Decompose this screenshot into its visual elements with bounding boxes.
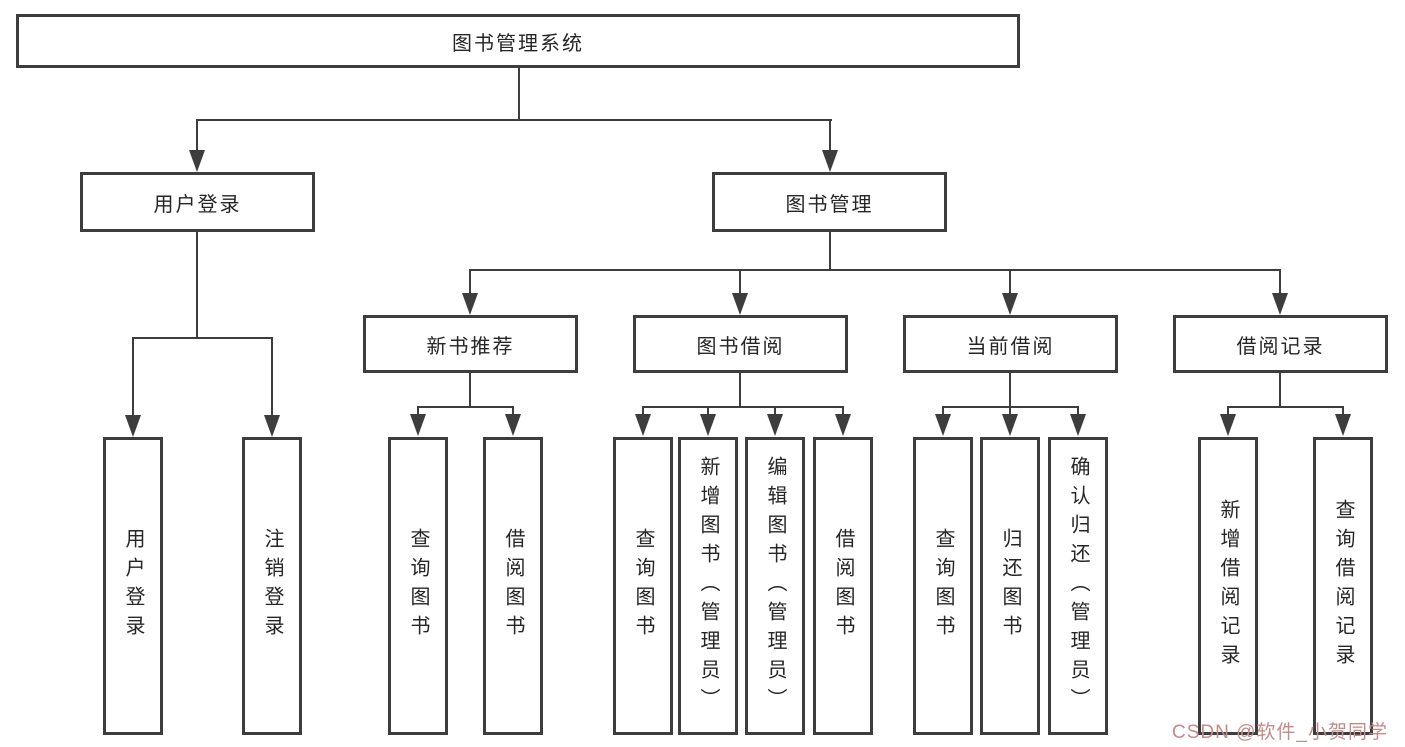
connector-stub xyxy=(739,269,741,295)
connector-stub xyxy=(1227,406,1229,416)
connector-stub xyxy=(774,406,776,416)
connector-trunk xyxy=(469,373,471,407)
arrow-down xyxy=(822,150,838,172)
connector-stub xyxy=(132,337,134,417)
connector-stub xyxy=(1009,406,1011,416)
arrow-down xyxy=(767,414,783,436)
leaf-label: 查询图书 xyxy=(407,528,429,644)
leaf-label: 新增图书（管理员） xyxy=(697,455,719,717)
connector-stub xyxy=(829,119,831,152)
node-root: 图书管理系统 xyxy=(16,14,1020,68)
node-book-management-label: 图书管理 xyxy=(785,193,874,216)
leaf-edit-book-admin: 编辑图书（管理员） xyxy=(745,437,805,735)
leaf-query-book: 查询图书 xyxy=(913,437,973,735)
arrow-down xyxy=(462,293,478,315)
arrow-down xyxy=(835,414,851,436)
node-label: 借阅记录 xyxy=(1236,335,1325,358)
connector-stub xyxy=(196,119,198,152)
arrow-down xyxy=(700,414,716,436)
arrow-down xyxy=(125,415,141,437)
arrow-down xyxy=(1002,293,1018,315)
connector-bar xyxy=(642,406,844,408)
arrow-down xyxy=(1335,414,1351,436)
leaf-label: 借阅图书 xyxy=(502,528,524,644)
leaf-label: 编辑图书（管理员） xyxy=(764,455,786,717)
arrow-down xyxy=(1220,414,1236,436)
leaf-return-book: 归还图书 xyxy=(980,437,1040,735)
leaf-label: 确认归还（管理员） xyxy=(1067,455,1089,717)
connector-stub xyxy=(707,406,709,416)
connector-stub xyxy=(1342,406,1344,416)
leaf-label: 注销登录 xyxy=(261,528,283,644)
arrow-down xyxy=(935,414,951,436)
connector-bar xyxy=(417,406,514,408)
connector-stub xyxy=(942,406,944,416)
connector-root-bar xyxy=(196,119,832,121)
connector-stub xyxy=(469,269,471,295)
connector-stub xyxy=(642,406,644,416)
arrow-down xyxy=(1070,414,1086,436)
node-book-borrow: 图书借阅 xyxy=(633,315,848,373)
arrow-down xyxy=(1272,293,1288,315)
leaf-add-book-admin: 新增图书（管理员） xyxy=(678,437,738,735)
leaf-borrow-book: 借阅图书 xyxy=(813,437,873,735)
leaf-query-book: 查询图书 xyxy=(388,437,448,735)
leaf-add-borrow-record: 新增借阅记录 xyxy=(1198,437,1258,735)
connector-trunk xyxy=(1279,373,1281,407)
leaf-query-book: 查询图书 xyxy=(613,437,673,735)
connector-stub xyxy=(271,337,273,417)
connector-trunk xyxy=(1009,373,1011,407)
connector-root-trunk xyxy=(518,68,520,121)
arrow-down xyxy=(732,293,748,315)
leaf-label: 用户登录 xyxy=(122,528,144,644)
node-book-management: 图书管理 xyxy=(712,172,947,232)
node-borrow-record: 借阅记录 xyxy=(1173,315,1388,373)
csdn-watermark: CSDN @软件_小贺同学 xyxy=(1172,722,1388,743)
arrow-down xyxy=(635,414,651,436)
leaf-label: 借阅图书 xyxy=(832,528,854,644)
arrow-down xyxy=(189,150,205,172)
leaf-label: 查询图书 xyxy=(932,528,954,644)
connector-stub xyxy=(1279,269,1281,295)
leaf-borrow-book: 借阅图书 xyxy=(483,437,543,735)
leaf-query-borrow-record: 查询借阅记录 xyxy=(1313,437,1373,735)
arrow-down xyxy=(505,414,521,436)
node-user-login: 用户登录 xyxy=(80,172,315,232)
node-label: 图书借阅 xyxy=(696,335,785,358)
connector-trunk xyxy=(739,373,741,407)
connector-bar xyxy=(132,337,273,339)
arrow-down xyxy=(1002,414,1018,436)
connector-stub xyxy=(1009,269,1011,295)
connector-bar xyxy=(1227,406,1344,408)
arrow-down xyxy=(410,414,426,436)
leaf-confirm-return-admin: 确认归还（管理员） xyxy=(1048,437,1108,735)
leaf-label: 查询图书 xyxy=(632,528,654,644)
connector-stub xyxy=(417,406,419,416)
node-current-borrow: 当前借阅 xyxy=(903,315,1118,373)
node-root-label: 图书管理系统 xyxy=(452,32,584,55)
arrow-down xyxy=(264,415,280,437)
connector-stub xyxy=(842,406,844,416)
connector-stub xyxy=(512,406,514,416)
leaf-user-login: 用户登录 xyxy=(103,437,163,735)
connector-trunk xyxy=(196,232,198,339)
leaf-label: 查询借阅记录 xyxy=(1332,499,1354,673)
leaf-label: 新增借阅记录 xyxy=(1217,499,1239,673)
node-new-book-recommend: 新书推荐 xyxy=(363,315,578,373)
node-label: 新书推荐 xyxy=(426,335,515,358)
connector-bar xyxy=(469,269,1281,271)
node-label: 当前借阅 xyxy=(966,335,1055,358)
connector-stub xyxy=(1077,406,1079,416)
leaf-logout: 注销登录 xyxy=(242,437,302,735)
leaf-label: 归还图书 xyxy=(999,528,1021,644)
node-user-login-label: 用户登录 xyxy=(153,193,242,216)
connector-trunk xyxy=(829,232,831,271)
